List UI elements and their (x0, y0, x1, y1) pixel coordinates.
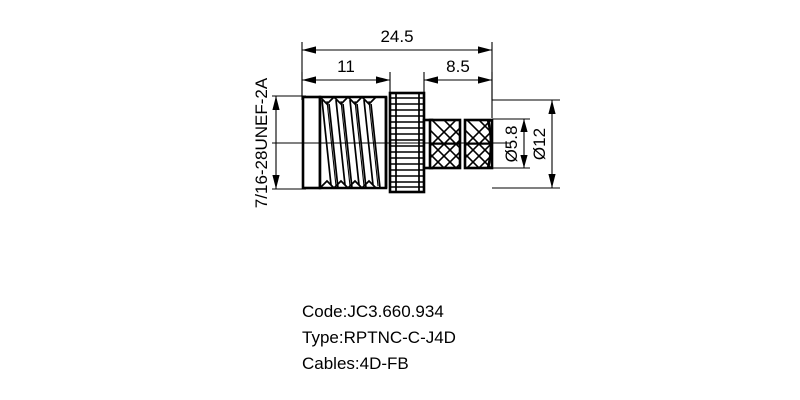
arrowhead-top-spec (272, 96, 280, 110)
arrowhead-left-thread (302, 76, 316, 84)
dimension-label-inner-diameter: Ø5.8 (502, 126, 521, 163)
ferrule-rear-cap (486, 119, 493, 169)
dimension-thread-length: 11 (301, 57, 391, 100)
dimension-label-outer-diameter: Ø12 (530, 128, 549, 160)
knurled-nut-knurl-lines (390, 97, 424, 188)
title-block: Code:JC3.660.934 Type:RPTNC-C-J4D Cables… (302, 302, 456, 373)
dimension-label-thread-length: 11 (337, 57, 355, 76)
thread-crest-top (319, 95, 377, 106)
arrowhead-right-knurl (478, 76, 492, 84)
arrowhead-top-inner-dia (520, 119, 528, 132)
arrowhead-bottom-inner-dia (520, 155, 528, 168)
dimension-outer-diameter: Ø12 (492, 99, 560, 189)
thread-root-bottom (319, 179, 377, 190)
connector-part-outline (301, 91, 494, 194)
title-block-type: Type:RPTNC-C-J4D (302, 328, 456, 347)
title-block-cables: Cables:4D-FB (302, 354, 409, 373)
arrowhead-bottom-outer-dia (548, 174, 556, 188)
dimension-overall-length: 24.5 (301, 27, 493, 118)
dimension-knurl-length: 8.5 (423, 57, 493, 100)
dimension-label-thread-spec: 7/16-28UNEF-2A (252, 77, 271, 208)
arrowhead-left-knurl (424, 76, 438, 84)
crimp-ferrule-front-hatch (430, 120, 460, 168)
arrowhead-left-overall (302, 46, 316, 54)
dimension-thread-spec: 7/16-28UNEF-2A (252, 77, 306, 208)
dimension-inner-diameter: Ø5.8 (492, 118, 530, 169)
dimension-label-knurl-length: 8.5 (446, 57, 470, 76)
arrowhead-top-outer-dia (548, 100, 556, 114)
title-block-code: Code:JC3.660.934 (302, 302, 444, 321)
arrowhead-right-overall (478, 46, 492, 54)
dimension-label-overall-length: 24.5 (380, 27, 413, 46)
arrowhead-bottom-spec (272, 175, 280, 189)
arrowhead-right-thread (376, 76, 390, 84)
